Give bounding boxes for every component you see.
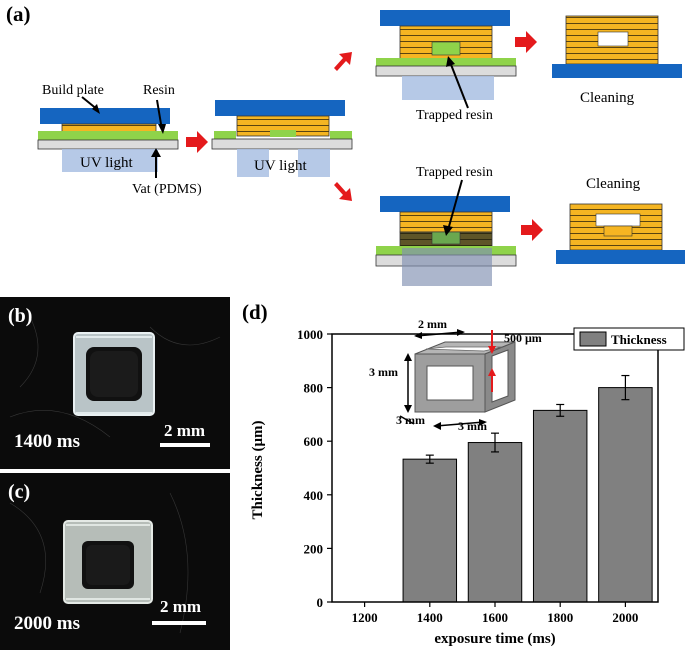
bar-1600 bbox=[467, 442, 523, 603]
step-1-schematic bbox=[37, 96, 179, 178]
photo-panel-c: (c) 2000 ms 2 mm bbox=[0, 473, 230, 650]
build-plate-label: Build plate bbox=[42, 83, 104, 98]
bar-1800 bbox=[532, 409, 588, 603]
inset-cube-diagram: 2 mm 3 mm 3 mm 3 mm 500 μm bbox=[369, 320, 542, 433]
error-bar-1600 bbox=[491, 432, 499, 453]
resin-label: Resin bbox=[143, 83, 175, 98]
legend: Thickness bbox=[573, 327, 685, 351]
exposure-label-c: 2000 ms bbox=[14, 613, 80, 634]
exposure-label-b: 1400 ms bbox=[14, 431, 80, 452]
plot-frame bbox=[331, 333, 659, 603]
step-3b-schematic bbox=[375, 179, 517, 286]
process-arrow bbox=[515, 31, 537, 53]
x-tick-label: 1800 bbox=[547, 610, 573, 625]
legend-swatch bbox=[579, 331, 607, 347]
inset-dim-bottom-left: 3 mm bbox=[396, 413, 425, 427]
error-bar-2000 bbox=[621, 374, 630, 401]
photo-panel-b: (b) 1400 ms 2 mm bbox=[0, 297, 230, 469]
inset-dim-top: 2 mm bbox=[418, 320, 447, 331]
y-tick-label: 1000 bbox=[297, 327, 323, 342]
error-bar-1400 bbox=[425, 454, 434, 464]
vat bbox=[37, 139, 179, 150]
x-axis-title: exposure time (ms) bbox=[434, 631, 555, 647]
process-arrow-down bbox=[334, 182, 352, 201]
legend-label: Thickness bbox=[611, 332, 667, 347]
uv-light-region bbox=[62, 149, 158, 172]
inset-dim-side: 3 mm bbox=[369, 365, 398, 379]
y-axis-title: Thickness (μm) bbox=[250, 421, 266, 520]
uv-light-label-2: UV light bbox=[254, 158, 307, 174]
process-arrow bbox=[521, 219, 543, 241]
panel-a-label: (a) bbox=[6, 2, 31, 26]
build-plate bbox=[40, 108, 170, 124]
y-tick-label: 600 bbox=[304, 434, 324, 449]
y-tick-label: 0 bbox=[317, 595, 324, 610]
x-tick-label: 2000 bbox=[612, 610, 638, 625]
panel-d-label: (d) bbox=[242, 300, 268, 324]
cleaned-part-b bbox=[556, 203, 685, 264]
thickness-bar-chart: 0 200 400 600 800 1000 1200 1400 1600 1800 2000 T… bbox=[250, 320, 685, 647]
y-axis-ticks: 0 200 400 600 800 1000 bbox=[297, 327, 332, 610]
y-tick-label: 400 bbox=[304, 488, 324, 503]
y-tick-label: 200 bbox=[304, 541, 324, 556]
trapped-resin-label-2: Trapped resin bbox=[416, 165, 493, 180]
process-schematic: Build plate Resin UV light Vat (PDMS) UV… bbox=[37, 10, 685, 286]
printed-cube-photo-b bbox=[9, 316, 221, 438]
process-arrow bbox=[186, 131, 208, 153]
printed-cube-photo-c bbox=[9, 492, 189, 634]
bar-1400 bbox=[402, 458, 458, 603]
trapped-resin-label-1: Trapped resin bbox=[416, 108, 493, 123]
step-3a-schematic bbox=[375, 10, 517, 109]
inset-thickness-label: 500 μm bbox=[504, 331, 542, 345]
y-tick-label: 800 bbox=[304, 381, 324, 396]
scale-label-c: 2 mm bbox=[160, 597, 202, 616]
cleaning-label-1: Cleaning bbox=[580, 90, 635, 106]
cleaned-part-a bbox=[552, 15, 682, 78]
x-tick-label: 1400 bbox=[417, 610, 443, 625]
x-tick-label: 1200 bbox=[352, 610, 378, 625]
inset-dim-bottom-right: 3 mm bbox=[458, 419, 487, 433]
x-tick-label: 1600 bbox=[482, 610, 508, 625]
resin-film bbox=[38, 131, 178, 140]
step-2-schematic bbox=[211, 100, 353, 177]
panel-b-label: (b) bbox=[8, 305, 33, 327]
uv-light-label-1: UV light bbox=[80, 155, 133, 171]
scale-bar-b bbox=[160, 443, 210, 447]
cleaning-label-2: Cleaning bbox=[586, 176, 641, 192]
vat-label: Vat (PDMS) bbox=[132, 182, 202, 197]
bar-2000 bbox=[598, 387, 653, 603]
error-bar-1800 bbox=[556, 403, 565, 417]
x-axis-ticks: 1200 1400 1600 1800 2000 bbox=[352, 602, 638, 625]
process-arrow-up bbox=[334, 52, 352, 71]
scale-label-b: 2 mm bbox=[164, 421, 206, 440]
panel-c-label: (c) bbox=[8, 481, 31, 503]
scale-bar-c bbox=[152, 621, 206, 625]
